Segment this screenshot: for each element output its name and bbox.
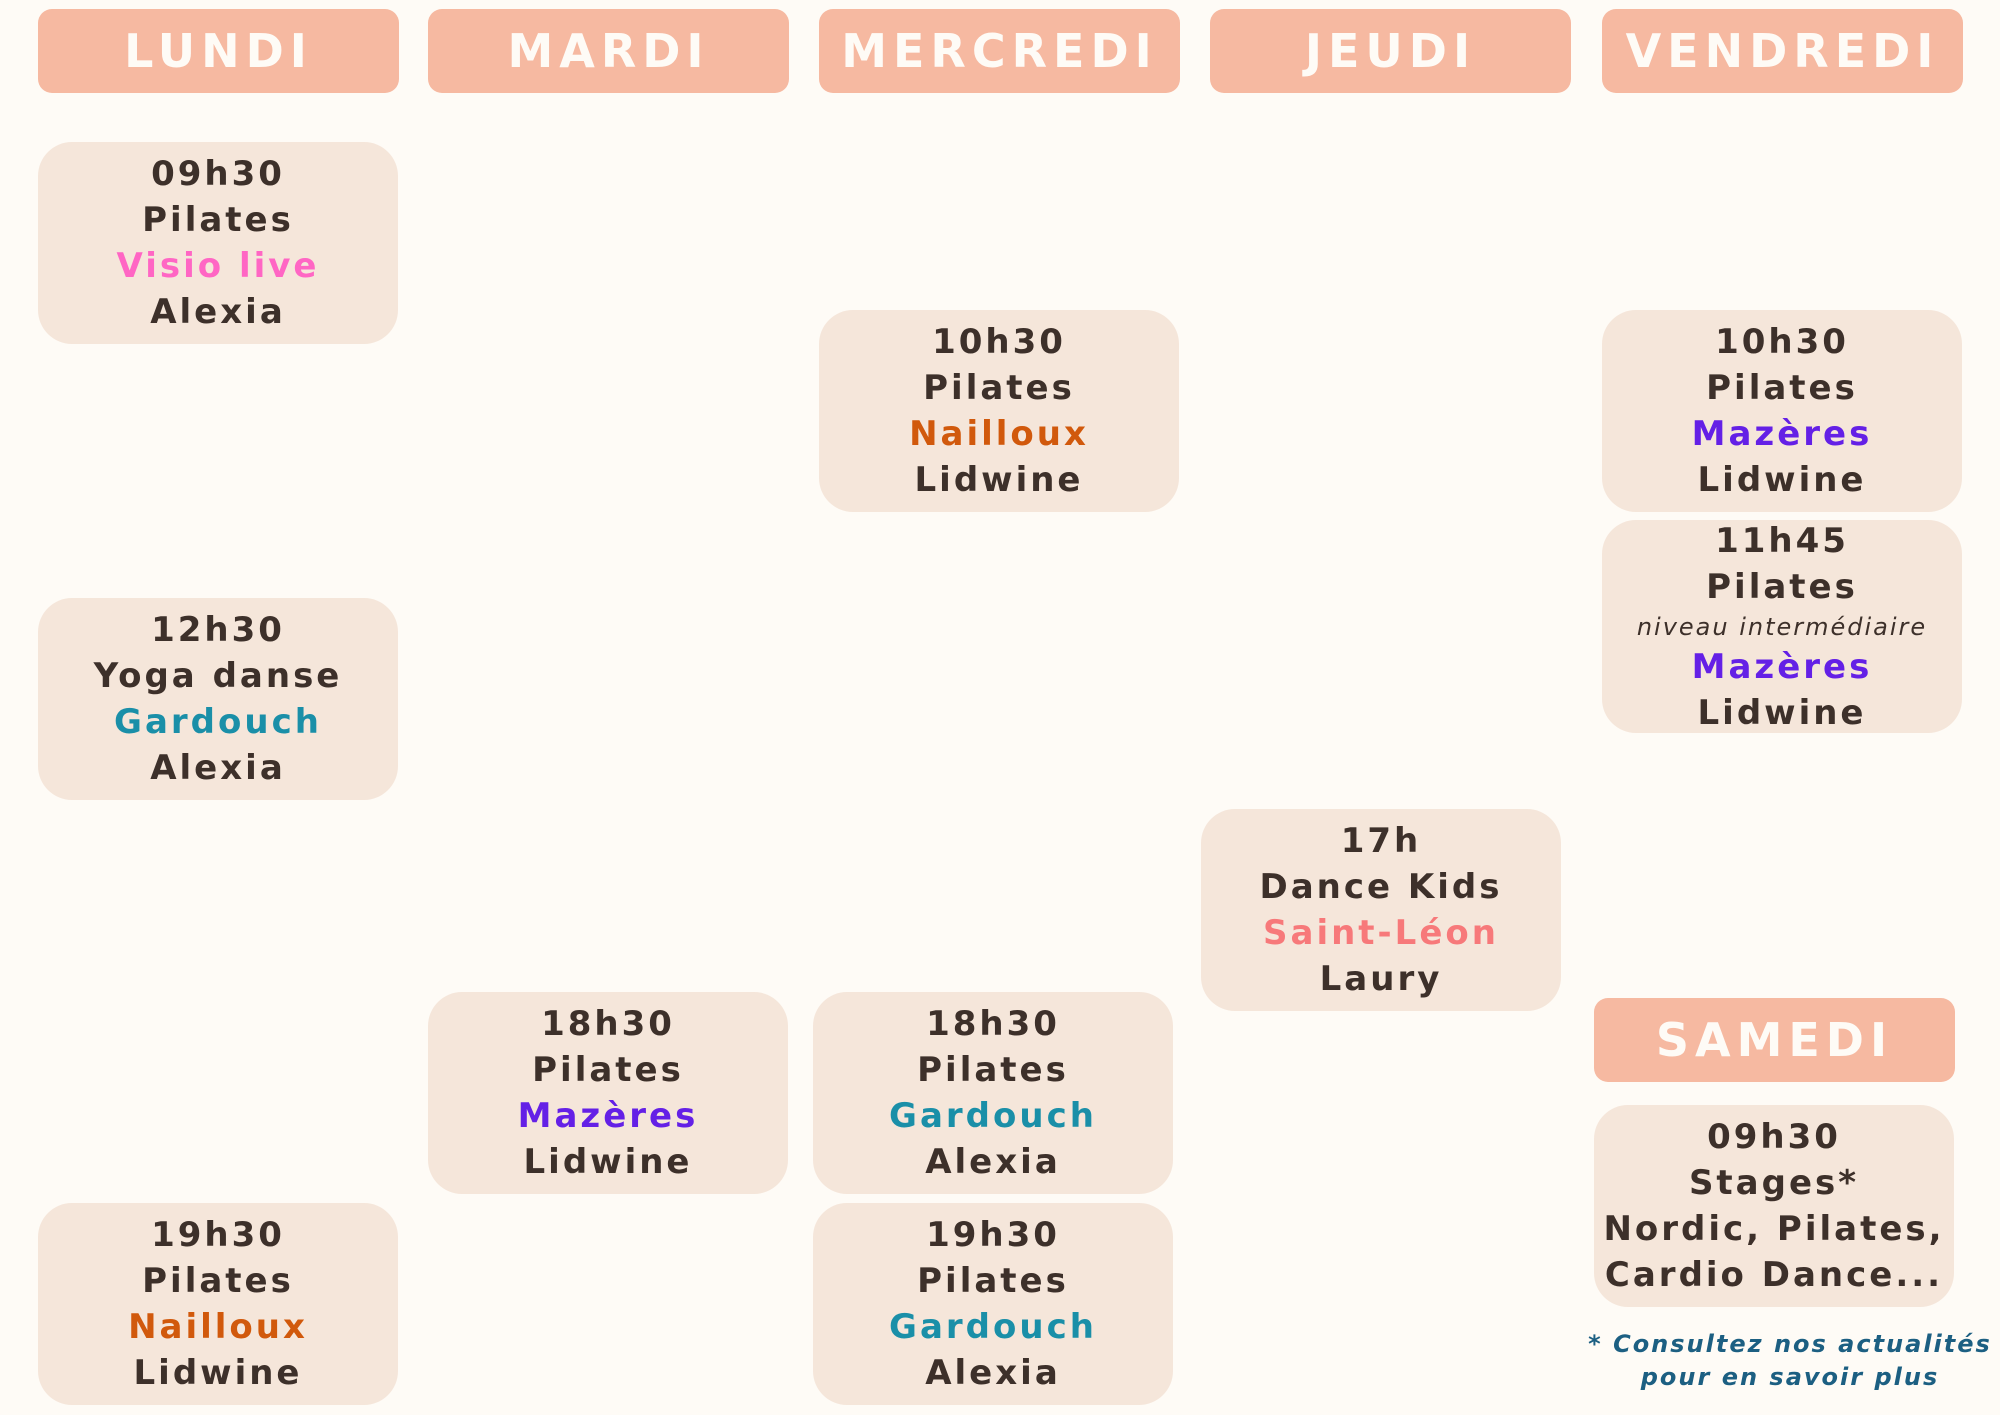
class-card-samedi-0930[interactable]: 09h30 Stages* Nordic, Pilates, Cardio Da… — [1594, 1105, 1954, 1307]
class-teacher: Lidwine — [1697, 692, 1867, 733]
class-activity: Pilates — [1706, 368, 1858, 408]
class-time: 19h30 — [151, 1215, 285, 1255]
class-activity: Pilates — [917, 1050, 1069, 1090]
class-time: 18h30 — [541, 1004, 675, 1044]
class-location: Gardouch — [889, 1307, 1097, 1347]
class-card-lundi-0930[interactable]: 09h30 Pilates Visio live Alexia — [38, 142, 398, 344]
class-activity: Pilates — [1706, 566, 1858, 607]
class-card-lundi-1230[interactable]: 12h30 Yoga danse Gardouch Alexia — [38, 598, 398, 800]
class-activity: Yoga danse — [93, 656, 343, 696]
class-teacher: Alexia — [150, 292, 286, 332]
class-time: 09h30 — [1707, 1117, 1841, 1157]
class-card-lundi-1930[interactable]: 19h30 Pilates Nailloux Lidwine — [38, 1203, 398, 1405]
class-time: 10h30 — [932, 322, 1066, 362]
class-location: Nailloux — [909, 414, 1089, 454]
class-card-mercredi-1930[interactable]: 19h30 Pilates Gardouch Alexia — [813, 1203, 1173, 1405]
class-teacher: Lidwine — [133, 1353, 303, 1393]
class-location: Mazères — [1691, 414, 1873, 454]
header-lundi: LUNDI — [38, 9, 399, 93]
class-time: 19h30 — [926, 1215, 1060, 1255]
class-card-mercredi-1830[interactable]: 18h30 Pilates Gardouch Alexia — [813, 992, 1173, 1194]
header-mercredi: MERCREDI — [819, 9, 1180, 93]
class-details-line2: Cardio Dance... — [1604, 1255, 1944, 1295]
class-location: Mazères — [1691, 646, 1873, 687]
footnote-line2: pour en savoir plus — [1640, 1363, 1940, 1391]
class-time: 09h30 — [151, 154, 285, 194]
class-teacher: Lidwine — [914, 460, 1084, 500]
class-time: 18h30 — [926, 1004, 1060, 1044]
header-mardi: MARDI — [428, 9, 789, 93]
class-teacher: Alexia — [150, 748, 286, 788]
class-activity: Pilates — [917, 1261, 1069, 1301]
class-teacher: Alexia — [925, 1353, 1061, 1393]
header-samedi: SAMEDI — [1594, 998, 1955, 1082]
class-location: Gardouch — [114, 702, 322, 742]
header-jeudi: JEUDI — [1210, 9, 1571, 93]
footnote-line1: * Consultez nos actualités — [1588, 1330, 1992, 1358]
class-activity: Pilates — [532, 1050, 684, 1090]
class-activity: Pilates — [142, 200, 294, 240]
class-time: 12h30 — [151, 610, 285, 650]
class-time: 10h30 — [1715, 322, 1849, 362]
class-teacher: Lidwine — [1697, 460, 1867, 500]
class-activity: Pilates — [923, 368, 1075, 408]
class-level: niveau intermédiaire — [1636, 612, 1928, 641]
class-location: Visio live — [116, 246, 320, 286]
class-teacher: Alexia — [925, 1142, 1061, 1182]
header-vendredi: VENDREDI — [1602, 9, 1963, 93]
class-time: 17h — [1340, 821, 1422, 861]
class-activity: Stages* — [1688, 1163, 1860, 1203]
class-location: Saint-Léon — [1263, 913, 1499, 953]
class-activity: Dance Kids — [1259, 867, 1503, 907]
class-teacher: Laury — [1319, 959, 1443, 999]
class-location: Gardouch — [889, 1096, 1097, 1136]
class-card-vendredi-1030[interactable]: 10h30 Pilates Mazères Lidwine — [1602, 310, 1962, 512]
class-teacher: Lidwine — [523, 1142, 693, 1182]
class-card-jeudi-17h[interactable]: 17h Dance Kids Saint-Léon Laury — [1201, 809, 1561, 1011]
class-location: Mazères — [517, 1096, 699, 1136]
class-time: 11h45 — [1715, 520, 1849, 561]
class-card-mercredi-1030[interactable]: 10h30 Pilates Nailloux Lidwine — [819, 310, 1179, 512]
class-activity: Pilates — [142, 1261, 294, 1301]
class-card-vendredi-1145[interactable]: 11h45 Pilates niveau intermédiaire Mazèr… — [1602, 520, 1962, 733]
class-details-line1: Nordic, Pilates, — [1603, 1209, 1945, 1249]
class-location: Nailloux — [128, 1307, 308, 1347]
footnote: * Consultez nos actualités pour en savoi… — [1580, 1328, 2000, 1394]
class-card-mardi-1830[interactable]: 18h30 Pilates Mazères Lidwine — [428, 992, 788, 1194]
